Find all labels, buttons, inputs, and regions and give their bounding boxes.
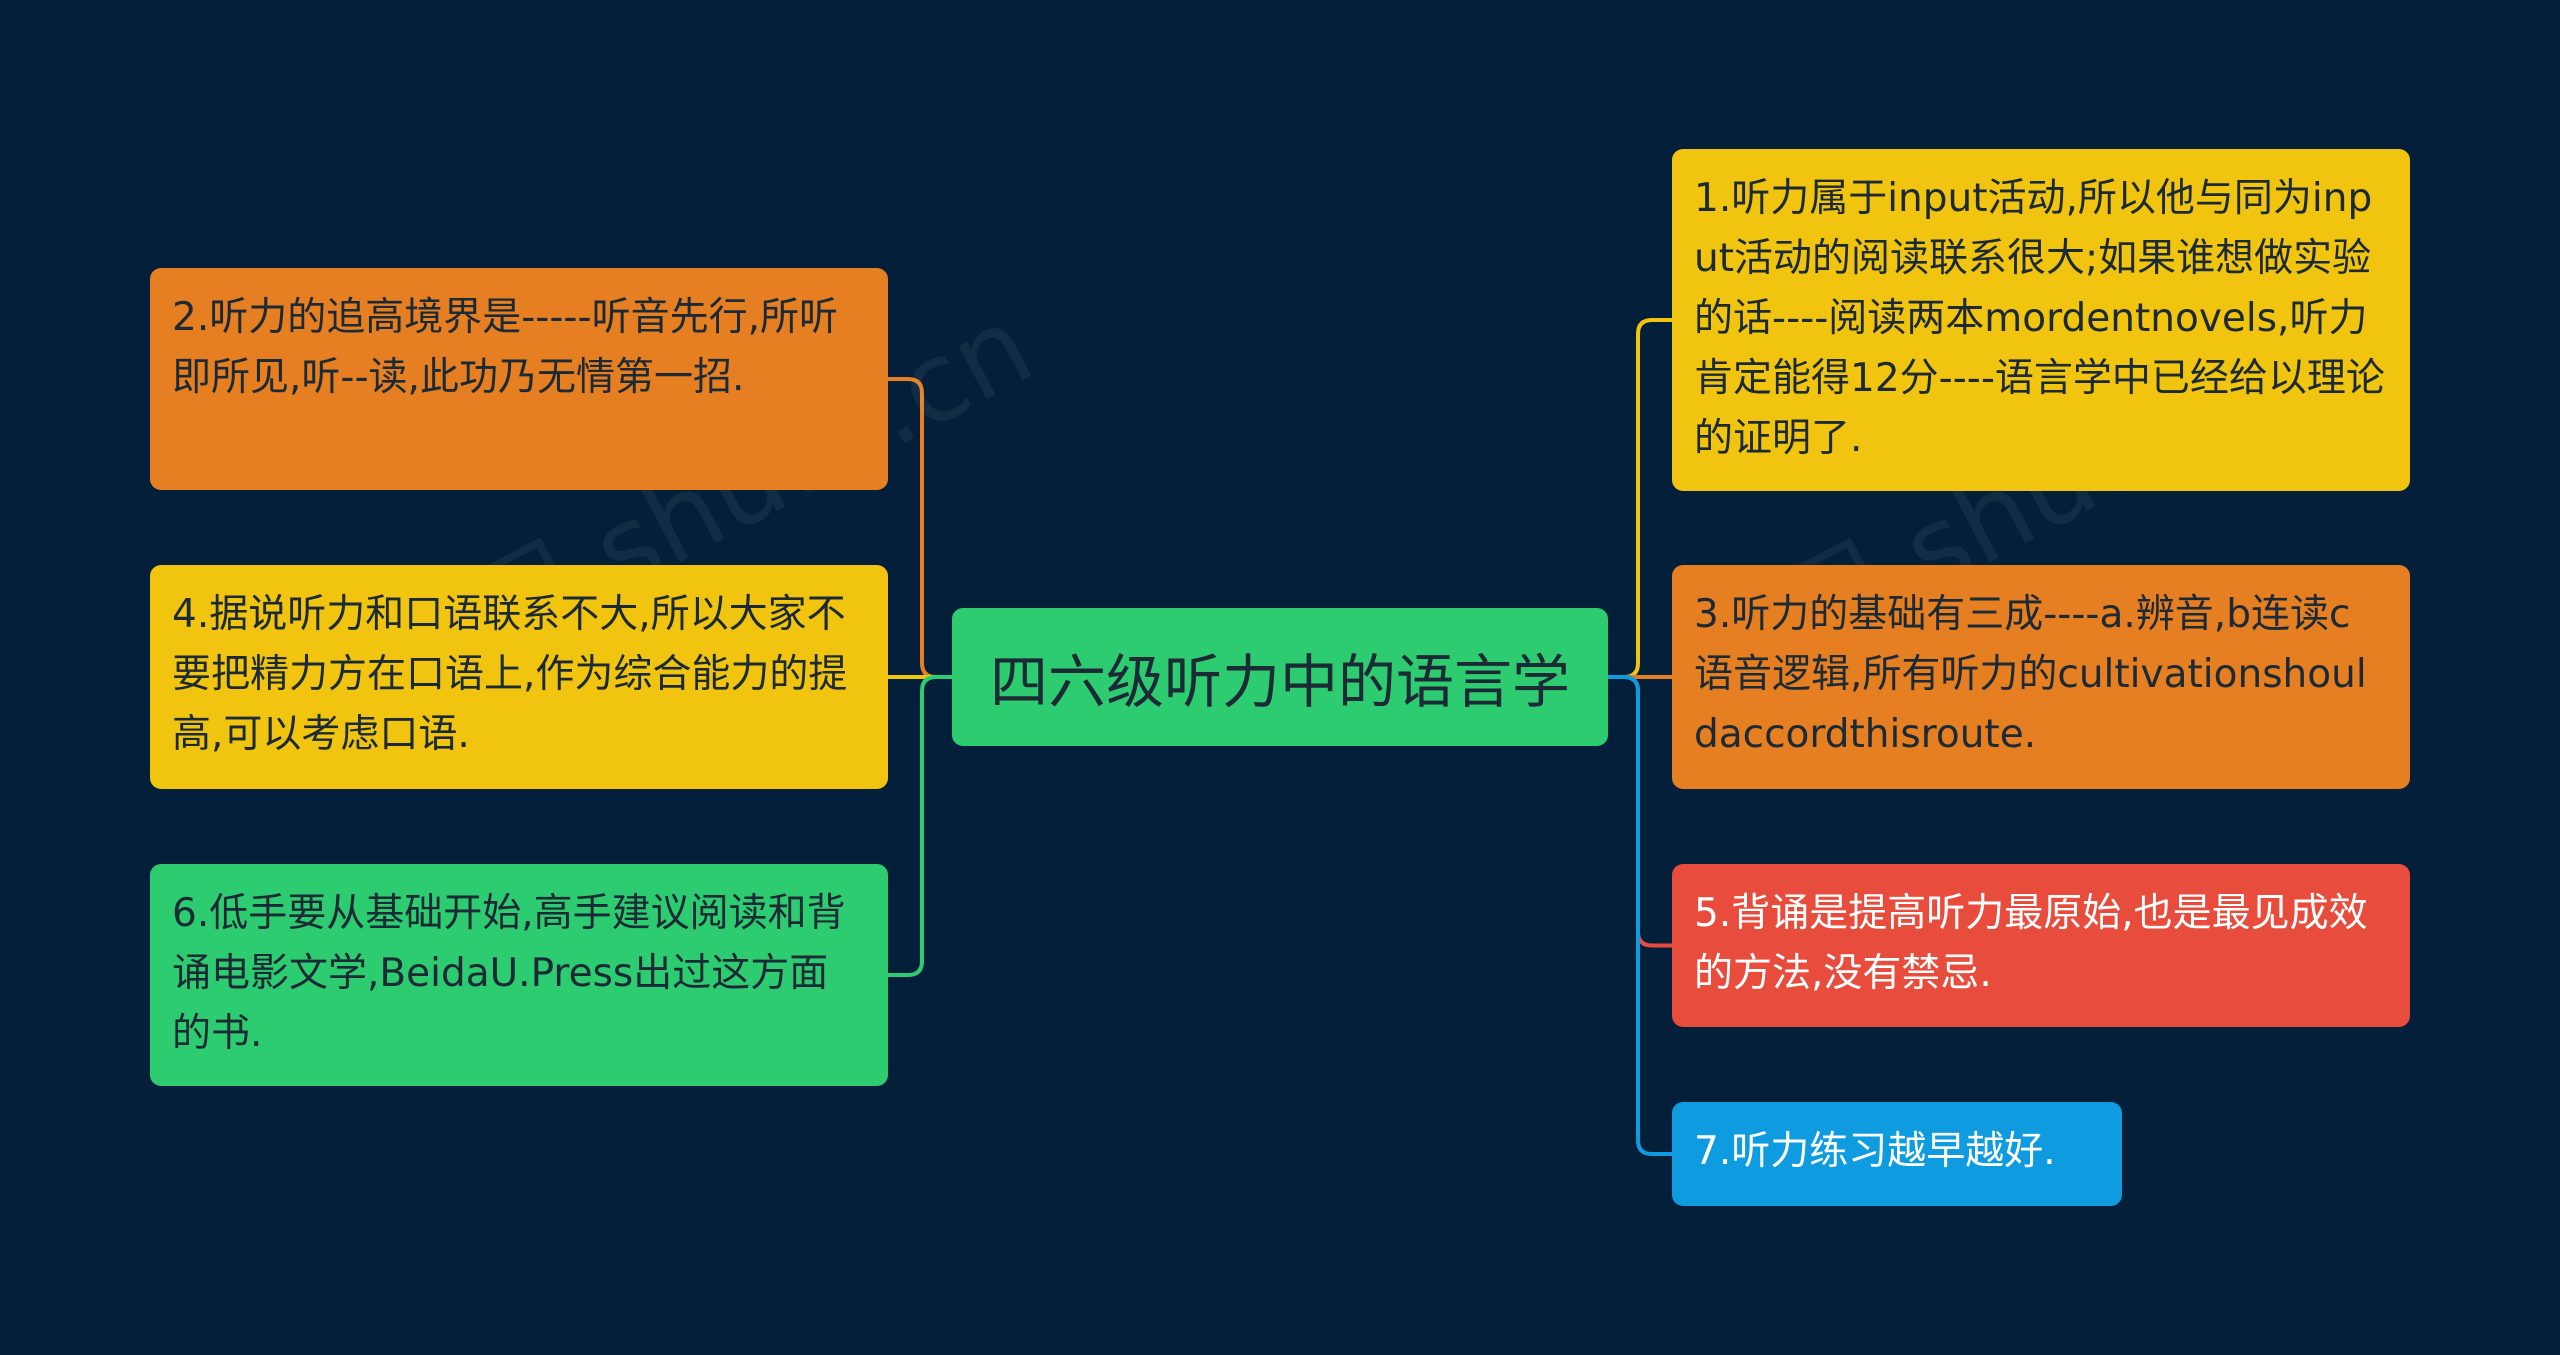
connector-n2 bbox=[888, 377, 952, 679]
topic-node-7[interactable]: 7.听力练习越早越好. bbox=[1672, 1102, 2122, 1206]
connector-n7 bbox=[1608, 675, 1672, 1156]
topic-node-2[interactable]: 2.听力的追高境界是-----听音先行,所听即所见,听--读,此功乃无情第一招. bbox=[150, 268, 888, 490]
central-topic-label: 四六级听力中的语言学 bbox=[989, 648, 1570, 716]
connector-n1 bbox=[1608, 318, 1672, 679]
topic-node-6[interactable]: 6.低手要从基础开始,高手建议阅读和背诵电影文学,BeidaU.Press出过这… bbox=[150, 864, 888, 1086]
topic-node-3-text: 3.听力的基础有三成----a.辨音,b连读c语音逻辑,所有听力的cultiva… bbox=[1694, 592, 2367, 757]
central-topic[interactable]: 四六级听力中的语言学 bbox=[952, 608, 1608, 746]
topic-node-4-text: 4.据说听力和口语联系不大,所以大家不要把精力方在口语上,作为综合能力的提高,可… bbox=[172, 592, 848, 757]
topic-node-7-text: 7.听力练习越早越好. bbox=[1694, 1129, 2056, 1174]
topic-node-5-text: 5.背诵是提高听力最原始,也是最见成效的方法,没有禁忌. bbox=[1694, 891, 2368, 996]
topic-node-1[interactable]: 1.听力属于input活动,所以他与同为input活动的阅读联系很大;如果谁想做… bbox=[1672, 149, 2410, 491]
topic-node-3[interactable]: 3.听力的基础有三成----a.辨音,b连读c语音逻辑,所有听力的cultiva… bbox=[1672, 565, 2410, 789]
topic-node-4[interactable]: 4.据说听力和口语联系不大,所以大家不要把精力方在口语上,作为综合能力的提高,可… bbox=[150, 565, 888, 789]
connector-n6 bbox=[888, 675, 952, 977]
topic-node-6-text: 6.低手要从基础开始,高手建议阅读和背诵电影文学,BeidaU.Press出过这… bbox=[172, 891, 846, 1056]
topic-node-1-text: 1.听力属于input活动,所以他与同为input活动的阅读联系很大;如果谁想做… bbox=[1694, 176, 2385, 461]
topic-node-2-text: 2.听力的追高境界是-----听音先行,所听即所见,听--读,此功乃无情第一招. bbox=[172, 295, 838, 400]
topic-node-5[interactable]: 5.背诵是提高听力最原始,也是最见成效的方法,没有禁忌. bbox=[1672, 864, 2410, 1027]
